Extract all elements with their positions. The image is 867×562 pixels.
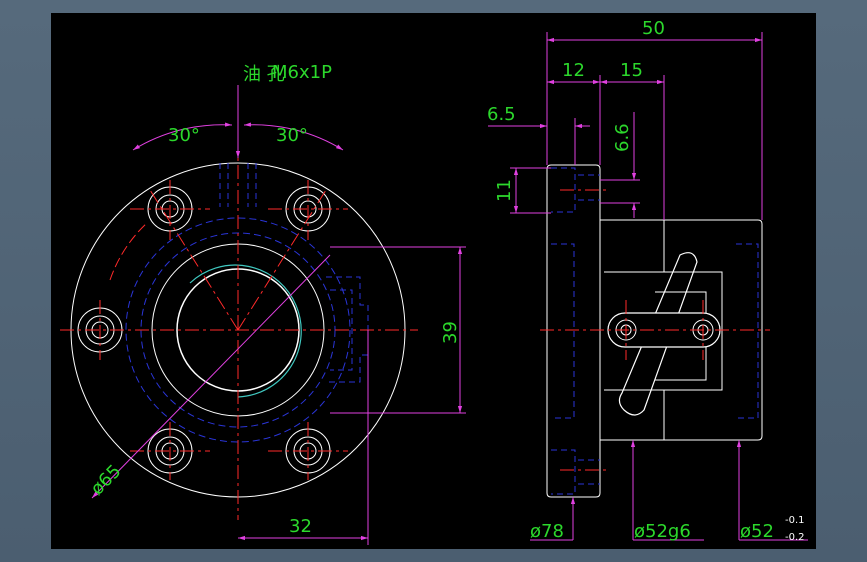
dim-12-label: 12: [562, 60, 585, 81]
thread-arc: [189, 264, 302, 398]
dim-6-5-label: 6.5: [487, 104, 516, 125]
front-dimensions: [91, 85, 466, 545]
tolerance-lower-label: -0.2: [785, 532, 805, 543]
thread-spec-label: M6x1P: [272, 62, 332, 83]
bolt-circle-arc: [109, 221, 149, 281]
hub-body: [600, 219, 763, 441]
hidden-boss-inner: [330, 289, 353, 371]
hidden-circle-outer: [125, 217, 351, 443]
tolerance-upper-label: -0.1: [785, 515, 805, 526]
front-center-lines: [60, 90, 418, 520]
deflector-bar: [607, 312, 721, 348]
dia-65-label: ø65: [87, 461, 126, 500]
dim-32-label: 32: [289, 516, 312, 537]
dia-52-label: ø52: [740, 521, 774, 542]
oil-hole-label: 油 孔: [243, 64, 285, 85]
side-dimensions: [488, 32, 808, 541]
dim-50-label: 50: [642, 18, 665, 39]
side-view: 50 12 15 6.5 6.6 11 ø78 ø52g6 ø52 -0.1 -…: [487, 18, 808, 543]
angle-left-label: 30°: [168, 125, 200, 146]
dia-52g6-label: ø52g6: [634, 521, 691, 542]
cad-drawing: 油 孔 M6x1P 30° 30° 39 32 ø65: [60, 18, 808, 545]
drawing-canvas: 油 孔 M6x1P 30° 30° 39 32 ø65: [51, 13, 816, 549]
dia-78-label: ø78: [530, 521, 564, 542]
side-center-lines: [540, 189, 770, 471]
dim-39-label: 39: [440, 321, 461, 344]
return-tube: [604, 271, 723, 391]
deflector-slot: [618, 252, 698, 416]
dim-15-label: 15: [620, 60, 643, 81]
side-hidden-lines: [551, 167, 759, 495]
dim-6-6-label: 6.6: [612, 123, 633, 152]
front-view: 油 孔 M6x1P 30° 30° 39 32 ø65: [60, 62, 466, 545]
angle-right-label: 30°: [276, 125, 308, 146]
hidden-oil-hole: [219, 163, 257, 207]
dim-11-label: 11: [494, 179, 515, 202]
